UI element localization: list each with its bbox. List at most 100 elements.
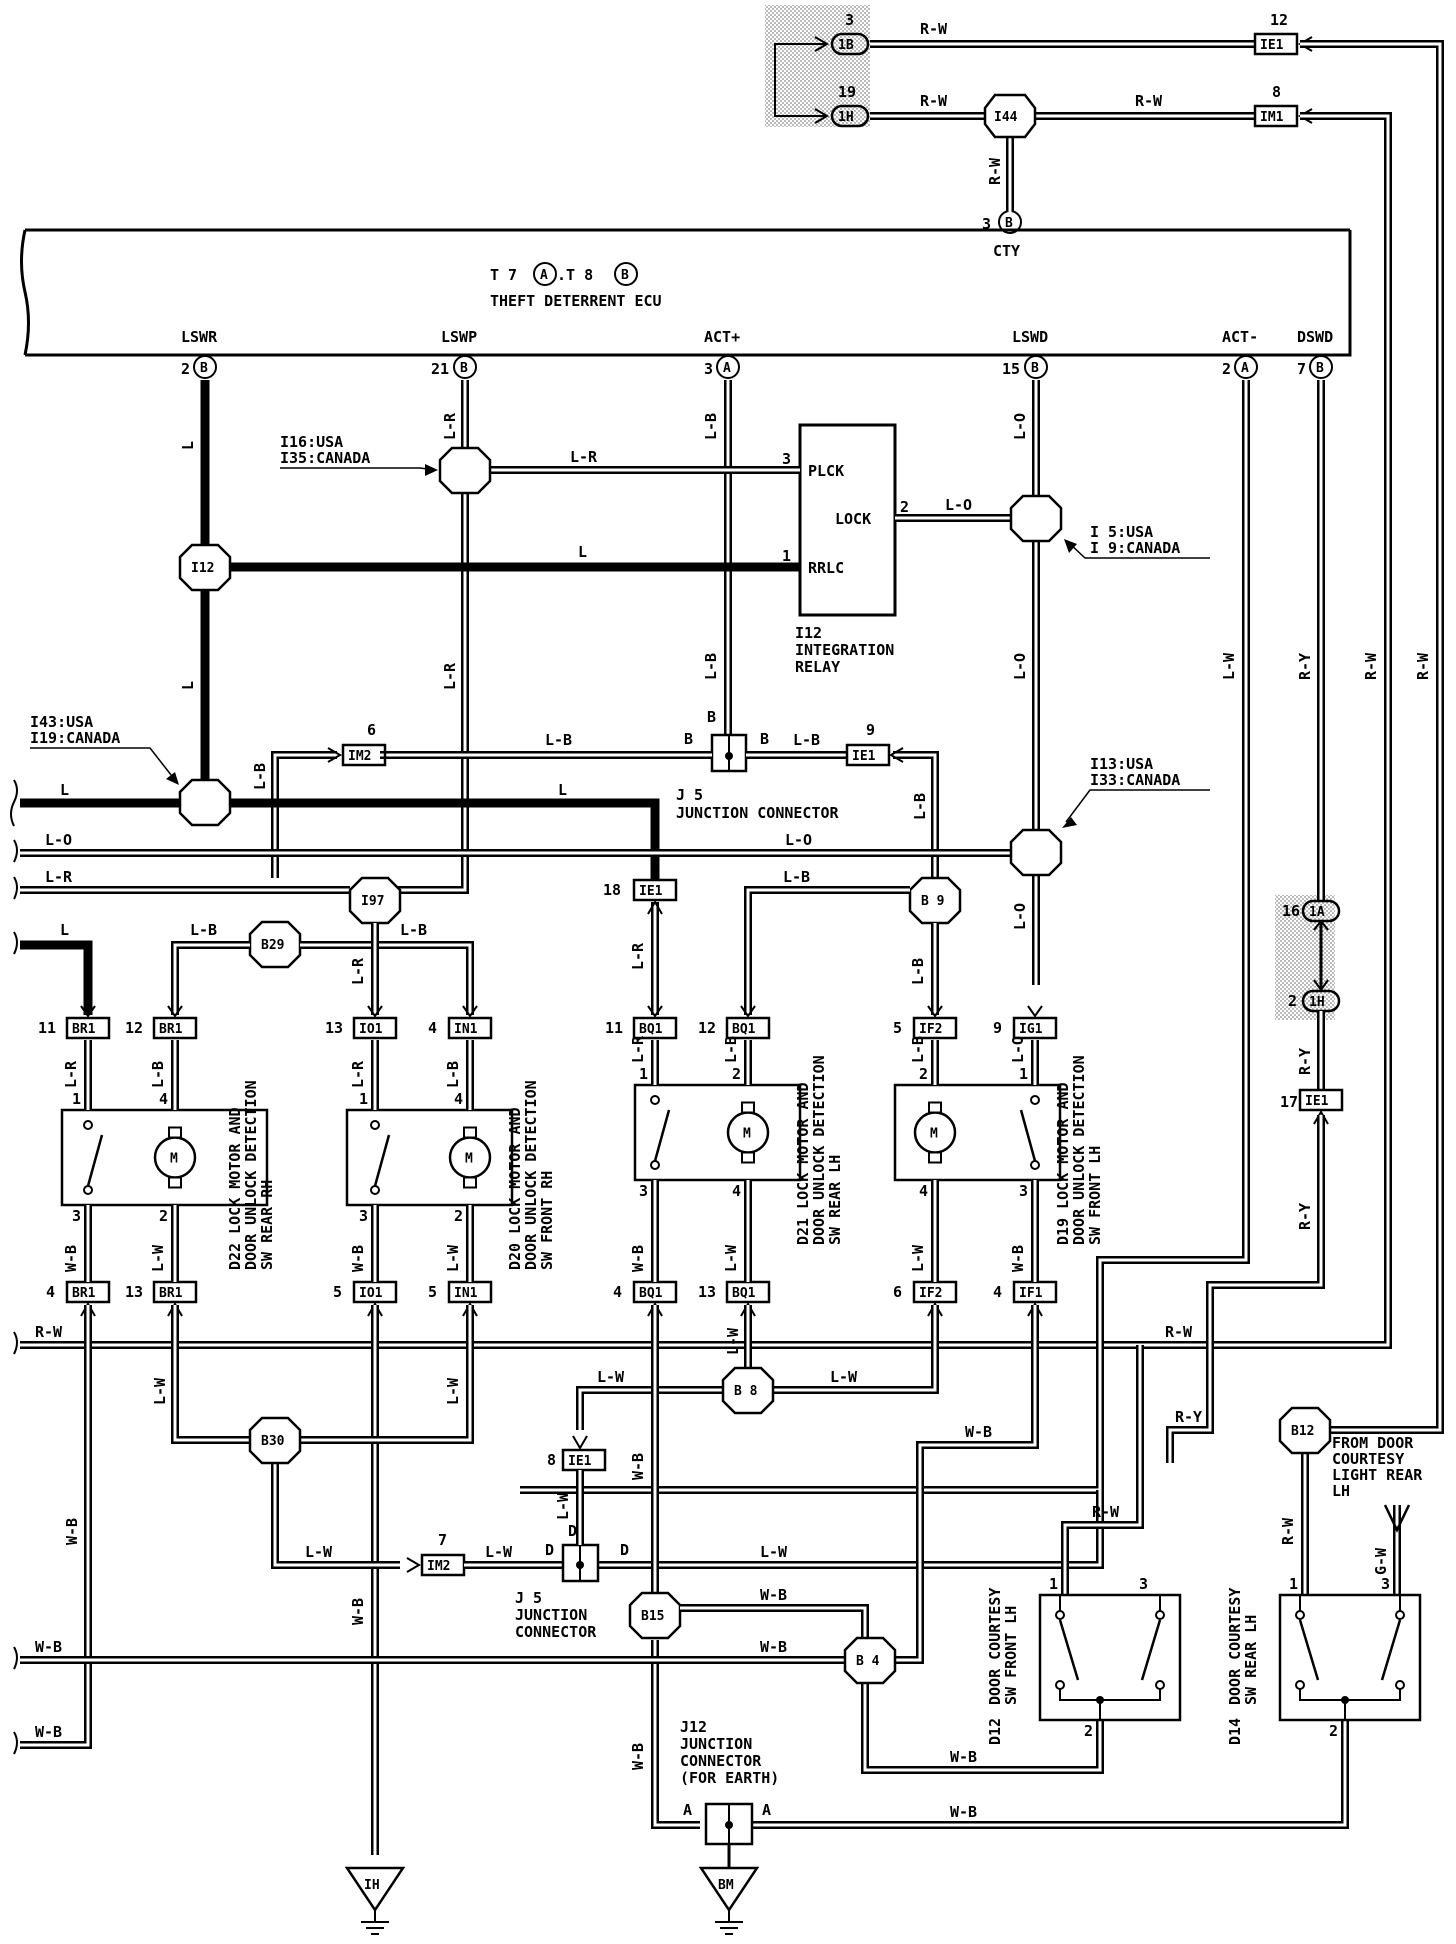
- motor-id: D21 LOCK MOTOR AND: [794, 1082, 812, 1245]
- wire-label-lw-im2: L-W: [485, 1543, 513, 1561]
- wire-lb-j5: [271, 751, 939, 880]
- wire-label-lw-b30b: L-W: [444, 1377, 462, 1405]
- ecu-pin-conn: [193, 355, 217, 379]
- c1a-num: 16: [1282, 902, 1300, 920]
- connector-pin-num: 6: [893, 1283, 902, 1301]
- splice-i13-usa: I13:USA: [1090, 755, 1153, 773]
- connector-pin-num: 11: [38, 1019, 56, 1037]
- splice-i97: [348, 876, 402, 925]
- switch-blade: [373, 1134, 391, 1187]
- switch-bus: [1059, 1689, 1161, 1701]
- relay-pin-label: LOCK: [835, 510, 871, 528]
- splice-i5-usa: I 5:USA: [1090, 523, 1153, 541]
- switch-blade: [1140, 1619, 1162, 1681]
- switch-blade: [1058, 1619, 1080, 1681]
- wire-label-lo-lock: L-O: [945, 496, 972, 514]
- motor-desc: SW FRONT LH: [1086, 1146, 1104, 1245]
- connector-arrow: [740, 1302, 756, 1317]
- ground-bm-label: BM: [718, 1878, 734, 1893]
- motor-switch-box: [893, 1083, 1062, 1182]
- wire-label-l-rrlc: L: [578, 543, 587, 561]
- motor-pin-num: 4: [919, 1182, 928, 1200]
- connector-box: [152, 1016, 198, 1040]
- wire-label-wb-d12: W-B: [950, 1748, 977, 1766]
- switch-contact: [83, 1120, 93, 1130]
- switch-blade: [653, 1109, 671, 1162]
- connector-arrow: [367, 1302, 383, 1317]
- leader-i16: [280, 467, 436, 471]
- splice-b8-label: B 8: [734, 1384, 758, 1399]
- motor-pin-num: 3: [359, 1207, 368, 1225]
- ie1-9-num: 9: [866, 721, 875, 739]
- ecu-pin-conn: [1309, 355, 1333, 379]
- ecu-pin-conn-label: B: [1031, 361, 1039, 376]
- motor-switch-box: [60, 1108, 269, 1207]
- motor-wire-label: W-B: [629, 1245, 647, 1272]
- wire-label-l-main1: L: [60, 781, 69, 799]
- switch-contact: [1395, 1680, 1405, 1690]
- splice-b15: [628, 1591, 682, 1640]
- wire-label-wb-b4: W-B: [760, 1638, 787, 1656]
- wire-label-lr1: L-R: [441, 412, 459, 440]
- wire-label-rw-top1: R-W: [920, 20, 948, 38]
- ground-bm: [698, 1866, 760, 1935]
- arrow-c1a: [1313, 919, 1329, 931]
- arrow-ie1-9: [889, 747, 904, 763]
- wire-lw-im2-j5: [464, 1490, 1104, 1569]
- connector-arrow: [367, 1005, 383, 1018]
- splice-b12-label: B12: [1291, 1424, 1314, 1439]
- motor-pin-num: 4: [159, 1090, 168, 1108]
- switch-contact: [1055, 1610, 1065, 1620]
- wire-label-rw-top2: R-W: [920, 92, 948, 110]
- connector-arrow: [1027, 1302, 1043, 1317]
- ecu-title-t7: T 7: [490, 266, 517, 284]
- ecu-pin-name: ACT-: [1222, 328, 1258, 346]
- splice-i5-can: I 9:CANADA: [1090, 539, 1180, 557]
- j5-lower-l1: JUNCTION: [515, 1606, 587, 1624]
- wire-label-gw: G-W: [1372, 1547, 1390, 1575]
- connector-label: IF2: [919, 1022, 942, 1037]
- j12-l3: (FOR EARTH): [680, 1769, 779, 1787]
- wire-label-l-br1: L: [60, 921, 69, 939]
- connector-pin-num: 13: [698, 1283, 716, 1301]
- courtesy-desc: DOOR COURTESY: [1226, 1588, 1244, 1705]
- motor-wire-label: L-B: [722, 1036, 740, 1063]
- switch-bus: [1299, 1689, 1401, 1701]
- motor-brush: [463, 1176, 477, 1189]
- switch-contact: [1030, 1095, 1040, 1105]
- connector-label: IN1: [454, 1022, 478, 1037]
- courtesy-switch-box: [1278, 1593, 1422, 1722]
- im1-top-box: [1253, 104, 1299, 128]
- from-note-2: COURTESY: [1332, 1450, 1404, 1468]
- j5-lower-pin-d2: D: [545, 1541, 554, 1559]
- wire-label-ry1: R-Y: [1296, 653, 1314, 680]
- ecu-title: THEFT DETERRENT ECU: [490, 292, 662, 310]
- wire-label-wb-bottom: W-B: [950, 1803, 977, 1821]
- wire-lswp: [376, 380, 469, 894]
- im1-top-num: 8: [1272, 83, 1281, 101]
- arrow-i16: [425, 464, 438, 476]
- connector-pin-num: 11: [605, 1019, 623, 1037]
- connector-pin-num: 9: [993, 1019, 1002, 1037]
- splice-i44: [983, 93, 1037, 139]
- arrow-ie1-18: [647, 900, 663, 915]
- splice-i43: [178, 778, 232, 827]
- connector-pin-num: 13: [125, 1283, 143, 1301]
- courtesy-pin-num: 3: [1381, 1575, 1390, 1593]
- splice-b15-label: B15: [641, 1609, 664, 1624]
- motor-desc: DOOR UNLOCK DETECTION: [1070, 1055, 1088, 1245]
- wire-label-lo3: L-O: [1011, 903, 1029, 930]
- wire-lb-b29: [171, 941, 474, 1015]
- wire-label-wb-br1: W-B: [63, 1518, 81, 1545]
- motor-wire-label: W-B: [62, 1245, 80, 1272]
- splice-b4: [843, 1636, 897, 1685]
- c1h-label: 1H: [838, 110, 854, 125]
- arrow-ie1-8: [572, 1435, 588, 1450]
- motor-pin-num: 1: [72, 1090, 81, 1108]
- motor-brush: [741, 1101, 755, 1114]
- from-note-3: LIGHT REAR: [1332, 1466, 1423, 1484]
- wire-label-ry4: R-Y: [1175, 1408, 1202, 1426]
- motor-pin-num: 2: [159, 1207, 168, 1225]
- j12-l2: CONNECTOR: [680, 1752, 762, 1770]
- splice-b9: [908, 876, 962, 925]
